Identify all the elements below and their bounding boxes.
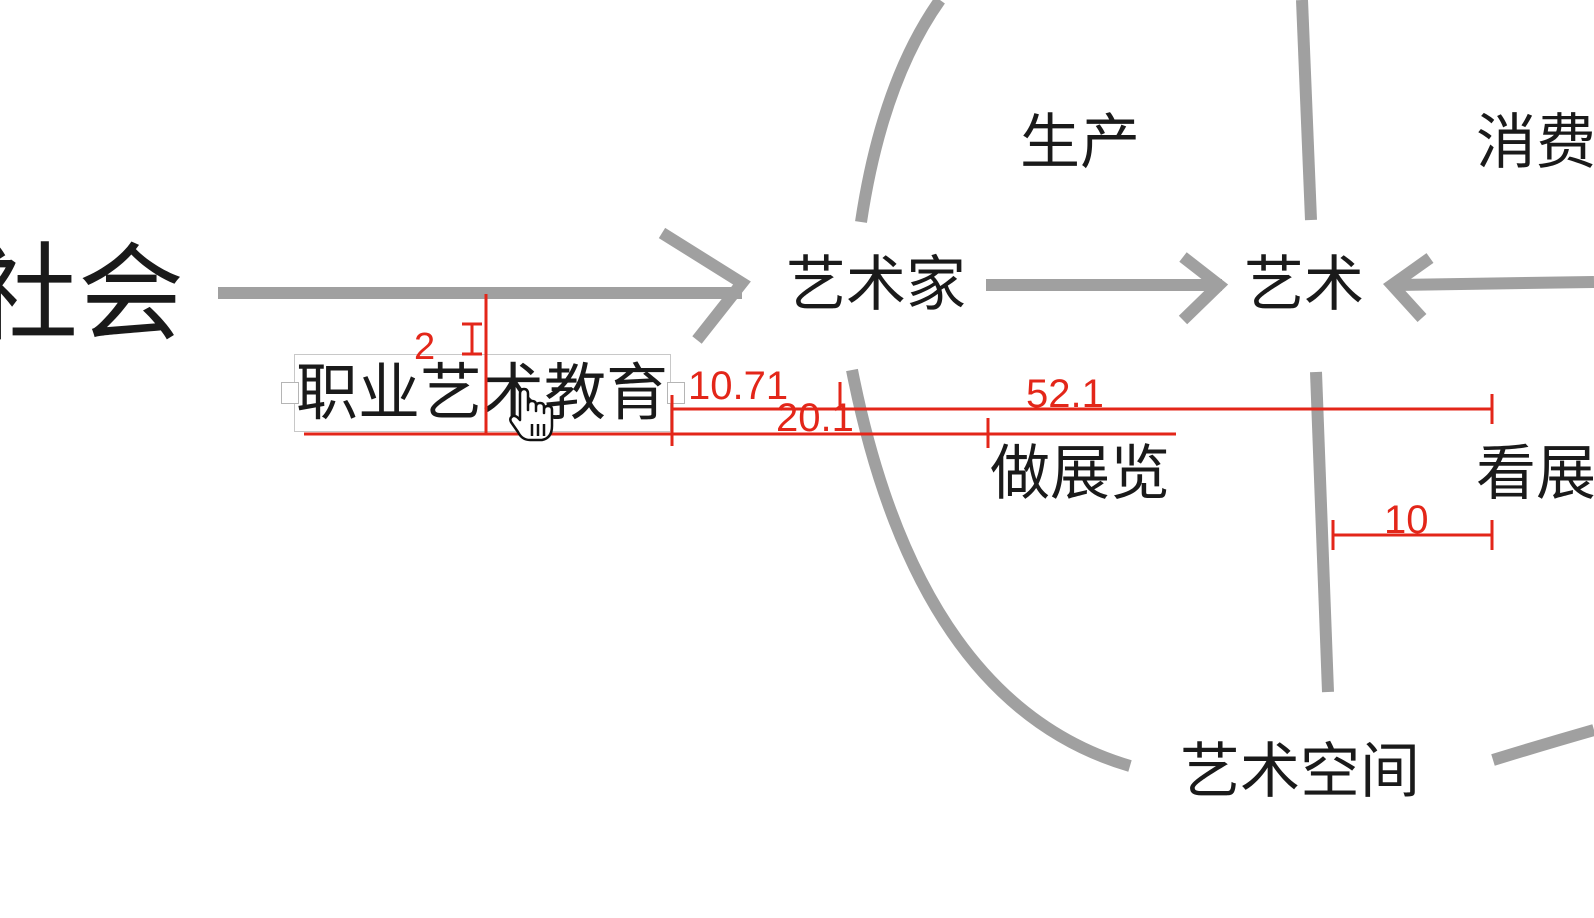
arrow-head-consumer <box>1383 253 1434 323</box>
curve-bottom-left <box>846 368 1132 772</box>
node-art: 艺术 <box>1244 250 1364 320</box>
node-production: 生产 <box>1020 108 1140 178</box>
arrow-head-art <box>1178 252 1229 325</box>
node-artist: 艺术家 <box>786 250 966 320</box>
measure-label-10: 10 <box>1384 498 1429 542</box>
node-society: 社会 <box>0 233 184 356</box>
divider-bottom <box>1310 371 1334 693</box>
node-exhibit: 做展览 <box>990 439 1170 509</box>
curve-bottom-right <box>1491 724 1594 766</box>
selection-handle-left[interactable] <box>281 382 299 404</box>
measure-label-20-1: 20.1 <box>776 396 854 440</box>
measure-label-52-1: 52.1 <box>1026 372 1104 416</box>
node-consumption: 消费 <box>1476 108 1594 178</box>
node-art-space: 艺术空间 <box>1180 737 1420 807</box>
measure-label-2: 2 <box>414 326 436 368</box>
divider-top <box>1296 0 1317 221</box>
hand-pointer-icon <box>509 387 554 442</box>
arrow-head-artist <box>658 227 751 344</box>
node-vocational-art-education[interactable]: 职业艺术教育 <box>296 356 669 429</box>
measure-label-10-71: 10.71 <box>688 364 789 408</box>
curve-top-left <box>855 0 945 223</box>
node-view-exhibit: 看展 <box>1476 439 1594 509</box>
guide-tick-2 <box>462 322 482 356</box>
arrow-consumer-to-art <box>1392 276 1594 291</box>
